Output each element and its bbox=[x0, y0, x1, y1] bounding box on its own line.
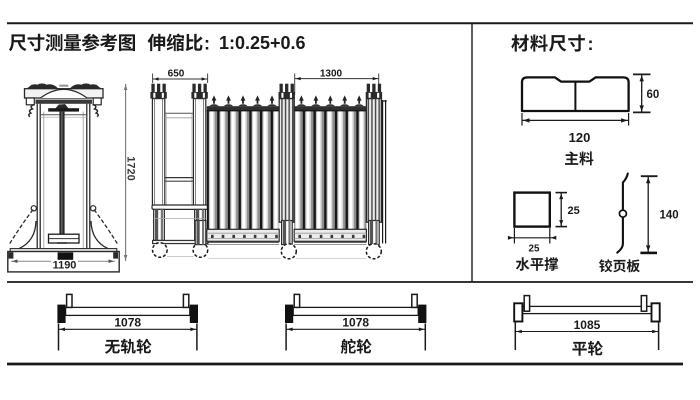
svg-text::: : bbox=[204, 34, 210, 54]
svg-text:1078: 1078 bbox=[114, 316, 141, 330]
svg-text:120: 120 bbox=[569, 130, 591, 145]
svg-text:25: 25 bbox=[529, 244, 540, 255]
svg-text:25: 25 bbox=[568, 205, 580, 217]
svg-text:1300: 1300 bbox=[320, 68, 343, 79]
svg-text:1190: 1190 bbox=[53, 260, 77, 272]
svg-text:1085: 1085 bbox=[574, 318, 601, 332]
svg-text:650: 650 bbox=[168, 68, 185, 79]
svg-text::: : bbox=[588, 34, 594, 54]
svg-text:60: 60 bbox=[647, 89, 660, 101]
svg-text:140: 140 bbox=[660, 210, 679, 222]
svg-text:1:0.25+0.6: 1:0.25+0.6 bbox=[219, 33, 306, 53]
svg-text:1720: 1720 bbox=[124, 156, 136, 180]
svg-text:1078: 1078 bbox=[342, 316, 369, 330]
